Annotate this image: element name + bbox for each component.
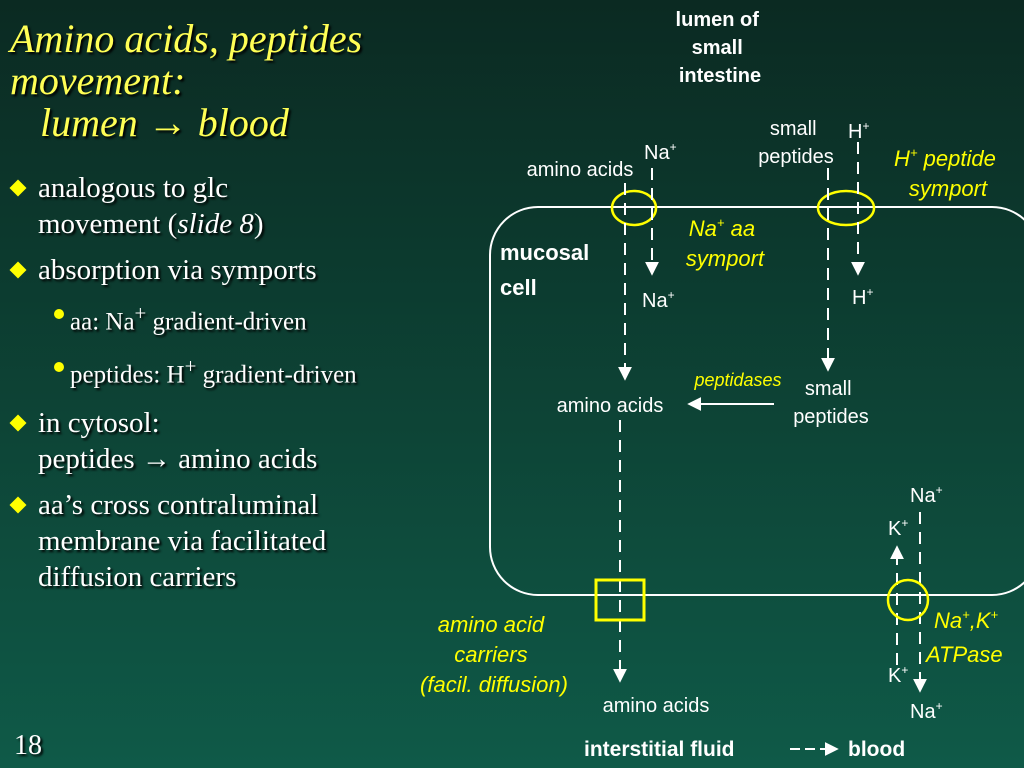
small-peptides-lumen-label: small peptides — [758, 118, 834, 168]
small-peptides-cytosol-label: small peptides — [793, 378, 869, 428]
bullet-item: in cytosol: peptides → amino acids — [8, 405, 478, 477]
dot-bullet-icon — [54, 309, 64, 319]
peptidases-label: peptidases — [693, 370, 781, 390]
amino-acids-interstitial-label: amino acids — [603, 695, 710, 717]
bullet-item: aa’s cross contraluminal membrane via fa… — [8, 487, 478, 595]
page-number: 18 — [14, 730, 42, 761]
bullet-text: gradient-driven — [196, 361, 357, 389]
bullet-text: absorption via symports — [38, 254, 317, 286]
bullet-text: analogous to glc — [38, 172, 229, 204]
bullet-text: peptides → amino acids — [38, 442, 318, 475]
dot-bullet-icon — [54, 362, 64, 373]
slide-title: Amino acids, peptides movement: lumen → … — [10, 18, 362, 144]
bullet-text: diffusion carriers — [38, 560, 237, 593]
bullet-text: ) — [253, 208, 264, 240]
bullet-text: aa’s cross contraluminal — [38, 488, 319, 521]
bullet-text: gradient-driven — [146, 308, 307, 336]
na-k-atpase-label: Na+,K+ ATPase — [924, 599, 1004, 667]
sub-bullet-item: aa: Na+ gradient-driven — [8, 298, 478, 337]
bullet-text: membrane via facilitated — [38, 524, 327, 557]
na-aa-symporter-icon — [610, 189, 658, 227]
mucosal-cell-outline — [489, 206, 1024, 596]
title-line-1: Amino acids, peptides — [10, 16, 363, 61]
amino-acid-carriers-label: amino acid carriers (facil. diffusion) — [420, 612, 568, 697]
na-k-atpase-icon — [886, 578, 930, 622]
title-line-2: movement: — [10, 58, 186, 103]
amino-acids-lumen-label: amino acids — [527, 159, 634, 181]
k-interstitial-label: K+ — [888, 663, 908, 687]
amino-acids-cytosol-label: amino acids — [557, 395, 664, 417]
sub-bullet-item: peptides: H+ gradient-driven — [8, 351, 478, 390]
lumen-label: lumen of small intestine — [676, 9, 765, 87]
bullet-item: analogous to glc movement (slide 8) — [8, 170, 478, 242]
h-peptide-symporter-icon — [816, 189, 876, 227]
na-basolateral-top-label: Na+ — [910, 483, 943, 507]
bullet-text: movement ( — [38, 208, 178, 240]
bullet-list: analogous to glc movement (slide 8) abso… — [8, 170, 478, 605]
na-aa-symport-label: Na+ aa symport — [686, 215, 765, 271]
superscript: + — [184, 354, 197, 379]
h-peptide-symport-label: H+ peptide symport — [894, 145, 1002, 201]
h-lumen-label: H+ — [848, 119, 869, 143]
blood-label: blood — [848, 738, 905, 761]
k-cytosol-label: K+ — [888, 516, 908, 540]
na-lumen-label: Na+ — [644, 140, 677, 164]
na-cytosol-label: Na+ — [642, 288, 675, 312]
bullet-text: in cytosol: — [38, 406, 160, 439]
h-cytosol-label: H+ — [852, 285, 873, 309]
superscript: + — [134, 301, 147, 325]
bullet-text: peptides: H — [70, 361, 185, 389]
na-interstitial-label: Na+ — [910, 699, 943, 723]
title-line-3: lumen → blood — [40, 100, 289, 145]
bullet-item: absorption via symports — [8, 252, 478, 288]
mucosal-cell-label: mucosal cell — [500, 240, 595, 300]
interstitial-fluid-label: interstitial fluid — [584, 738, 735, 761]
amino-acid-carrier-icon — [594, 578, 646, 622]
slide-reference: slide 8 — [177, 208, 254, 240]
bullet-text: aa: Na — [70, 308, 135, 336]
